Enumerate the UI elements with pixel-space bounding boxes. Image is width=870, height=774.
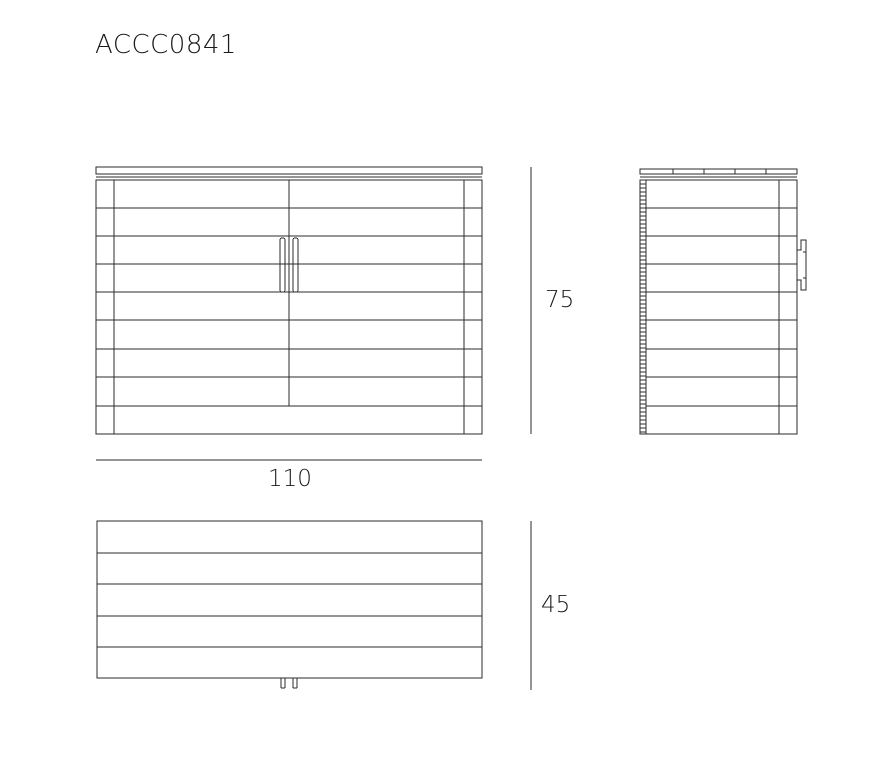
height-dimension-label: 75: [545, 287, 575, 313]
top-view-handles: [280, 677, 298, 689]
side-horizontal-slats: [646, 207, 797, 407]
depth-dimension-label: 45: [541, 592, 571, 618]
front-door-handles: [279, 237, 299, 293]
width-dimension-label: 110: [268, 466, 312, 492]
front-horizontal-slats: [96, 207, 482, 407]
side-view: [639, 168, 807, 435]
front-view: [95, 166, 483, 435]
side-back-ticks: [640, 183, 646, 433]
front-top-slab: [95, 166, 483, 175]
product-code-title: ACCC0841: [95, 30, 237, 60]
side-body: [639, 179, 798, 435]
side-handle-profile: [797, 239, 807, 291]
top-view: [96, 520, 483, 689]
side-top-slab: [639, 168, 798, 175]
top-body: [96, 520, 483, 679]
